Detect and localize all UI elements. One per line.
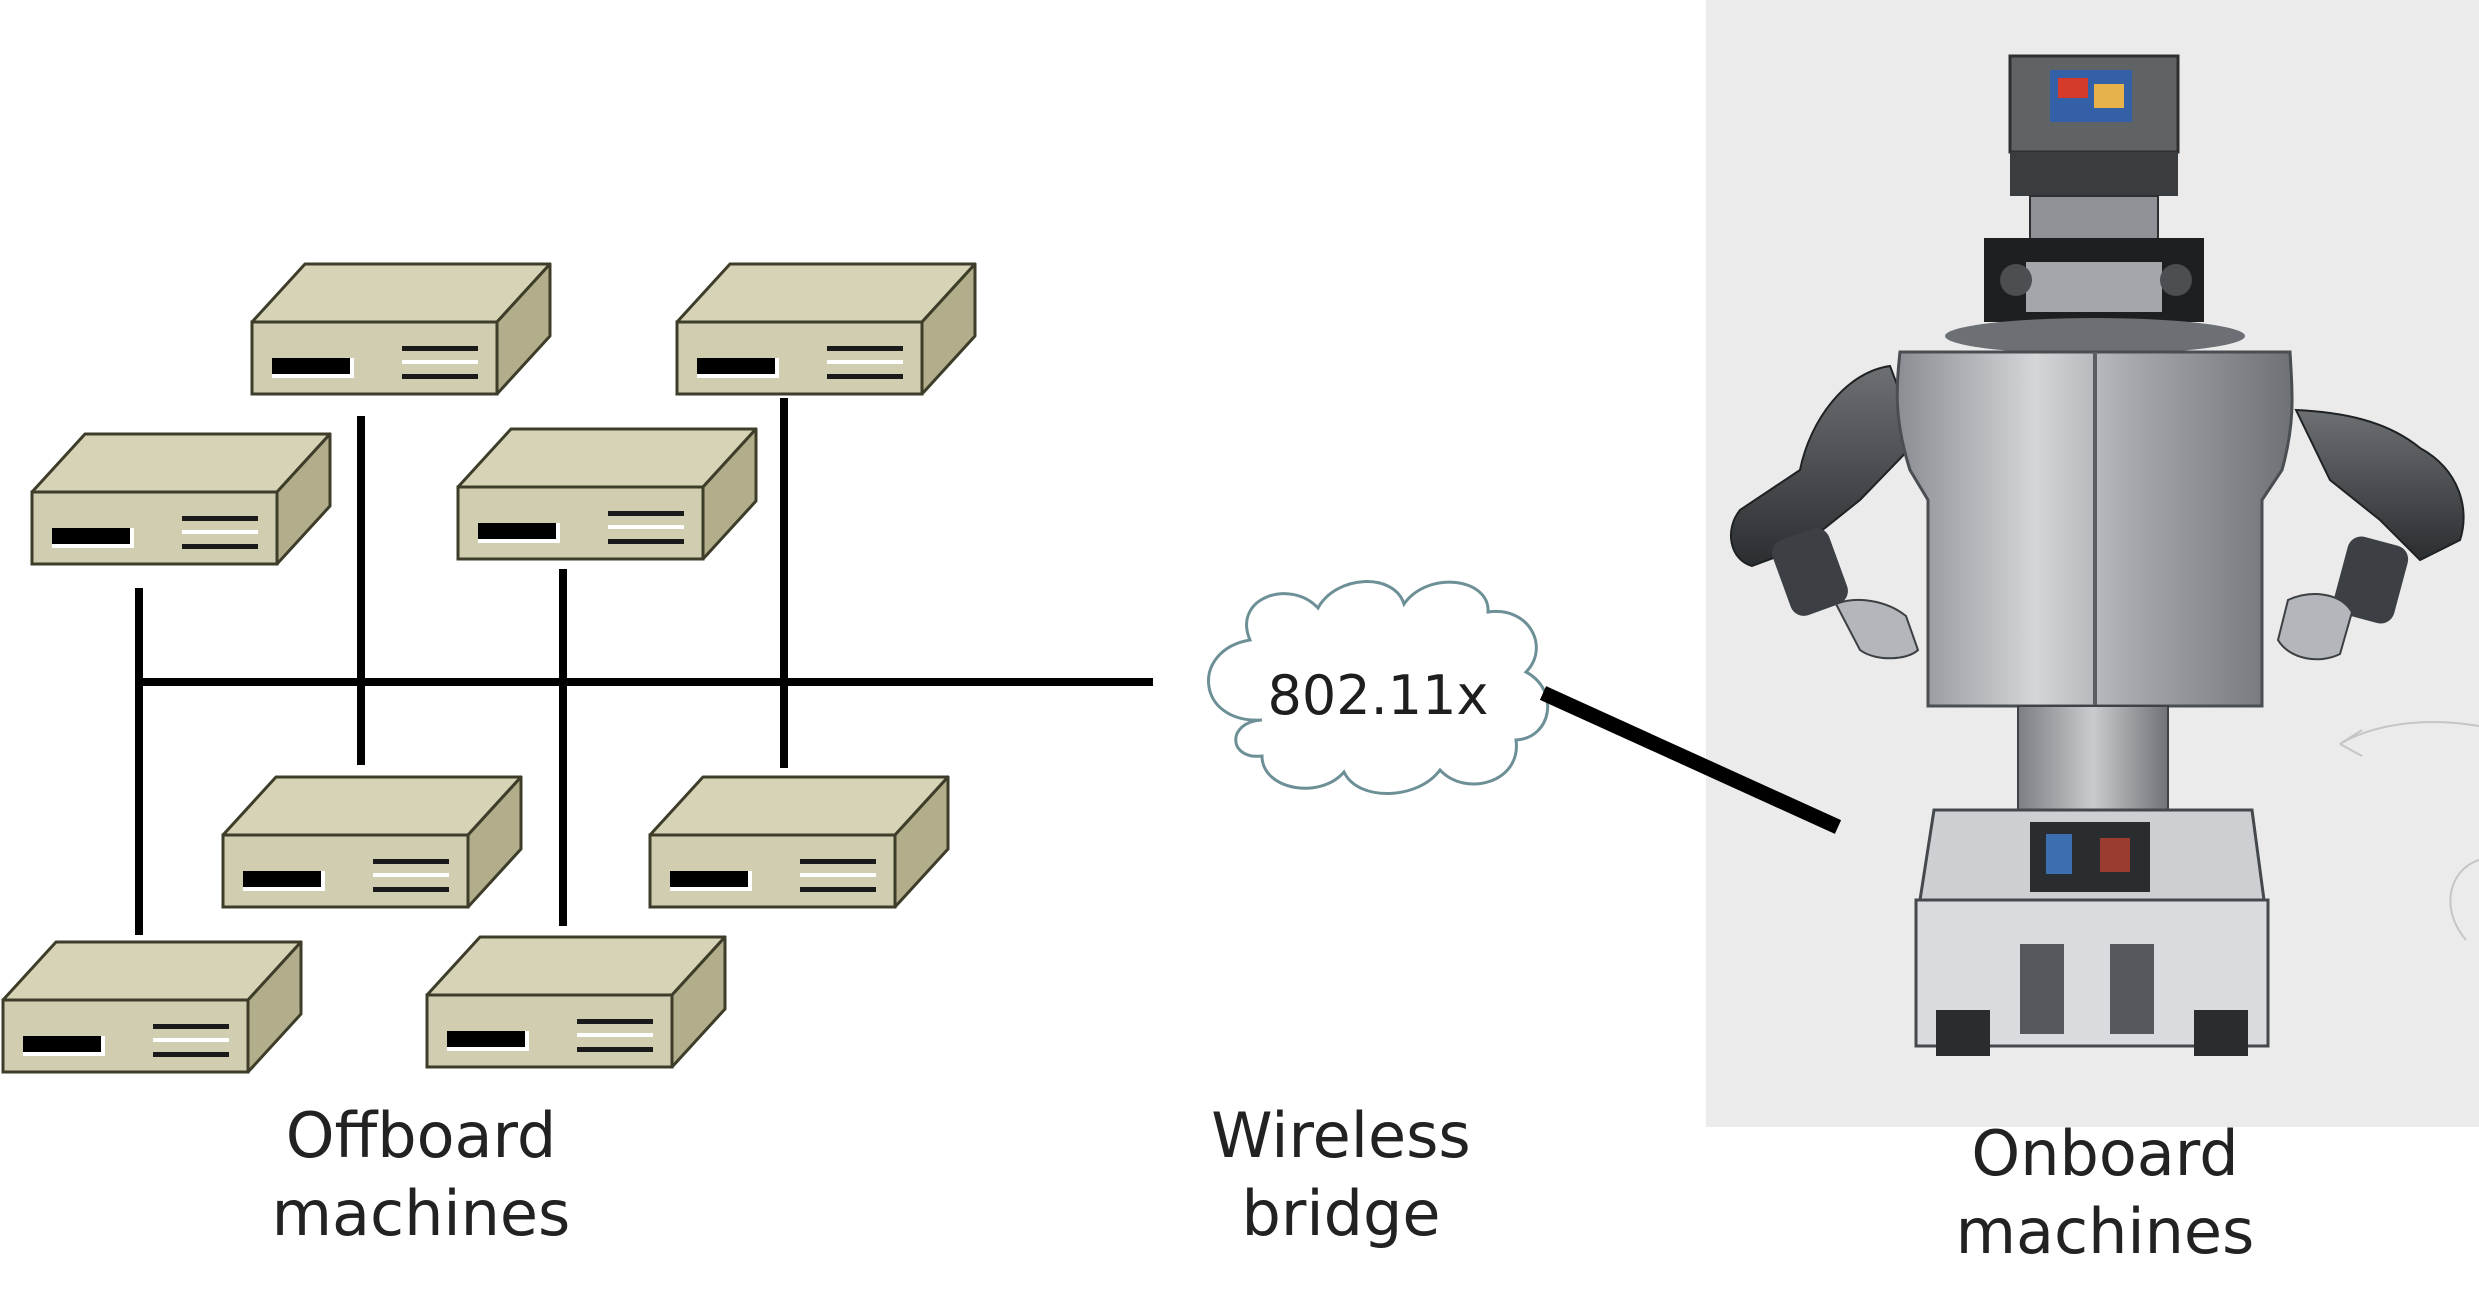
offboard-machines-group (1, 262, 977, 1074)
vent-line (153, 1038, 229, 1042)
offboard-label: Offboard machines (256, 1097, 586, 1253)
vent-line (577, 1047, 653, 1052)
cloud-shape (1207, 580, 1550, 795)
network-wiring (135, 398, 1153, 935)
server-box-1 (250, 262, 552, 396)
vent-line (827, 374, 903, 379)
robot-shoulder-plate (1945, 318, 2245, 354)
vent-line (153, 1024, 229, 1029)
server-box-front (456, 485, 705, 561)
vent-line (800, 859, 876, 864)
drive-bay-slot (272, 358, 350, 374)
server-box-7 (1, 940, 303, 1074)
drive-bay-slot (23, 1036, 101, 1052)
wireless-label: Wireless bridge (1186, 1097, 1496, 1253)
vent-line (153, 1052, 229, 1057)
vent-line (402, 360, 478, 364)
server-box-4 (456, 427, 758, 561)
onboard-label-line-1: Onboard (1971, 1117, 2239, 1190)
vent-line (373, 887, 449, 892)
server-box-6 (648, 775, 950, 909)
robot-head (1984, 54, 2204, 322)
vent-line (577, 1033, 653, 1037)
wireless-label-line-2: bridge (1241, 1177, 1441, 1250)
drive-bay-slot (243, 871, 321, 887)
vent-line (373, 859, 449, 864)
vent-line (800, 887, 876, 892)
vent-line (800, 873, 876, 877)
vent-line (608, 539, 684, 544)
vent-line (182, 530, 258, 534)
offboard-label-line-2: machines (271, 1177, 571, 1250)
vent-line (402, 374, 478, 379)
background-arrow (2339, 721, 2479, 757)
server-box-5 (221, 775, 523, 909)
vent-line (827, 346, 903, 351)
wireless-link (1539, 686, 1842, 834)
drive-bay-slot (52, 528, 130, 544)
server-box-8 (425, 935, 727, 1069)
vent-line (608, 511, 684, 516)
drive-bay-slot (447, 1031, 525, 1047)
drive-bay-slot (697, 358, 775, 374)
vent-line (373, 873, 449, 877)
robot-right-arm (2276, 408, 2465, 661)
vent-line (402, 346, 478, 351)
vent-line (182, 516, 258, 521)
vent-line (182, 544, 258, 549)
cloud-label: 802.11x (1268, 664, 1489, 727)
vent-line (608, 525, 684, 529)
vent-line (577, 1019, 653, 1024)
onboard-label: Onboard machines (1950, 1115, 2260, 1271)
robot-base (1914, 808, 2270, 1056)
robot-photo (1706, 0, 2479, 1127)
background-curve (2449, 859, 2479, 941)
robot-column (2017, 705, 2169, 817)
wireless-label-line-1: Wireless (1211, 1099, 1471, 1172)
offboard-label-line-1: Offboard (285, 1099, 557, 1172)
server-box-3 (30, 432, 332, 566)
drive-bay-slot (478, 523, 556, 539)
robot-left-arm (1730, 364, 1920, 660)
drive-bay-slot (670, 871, 748, 887)
wireless-cloud: 802.11x (1207, 580, 1550, 795)
onboard-label-line-2: machines (1955, 1195, 2255, 1268)
server-box-2 (675, 262, 977, 396)
vent-line (827, 360, 903, 364)
